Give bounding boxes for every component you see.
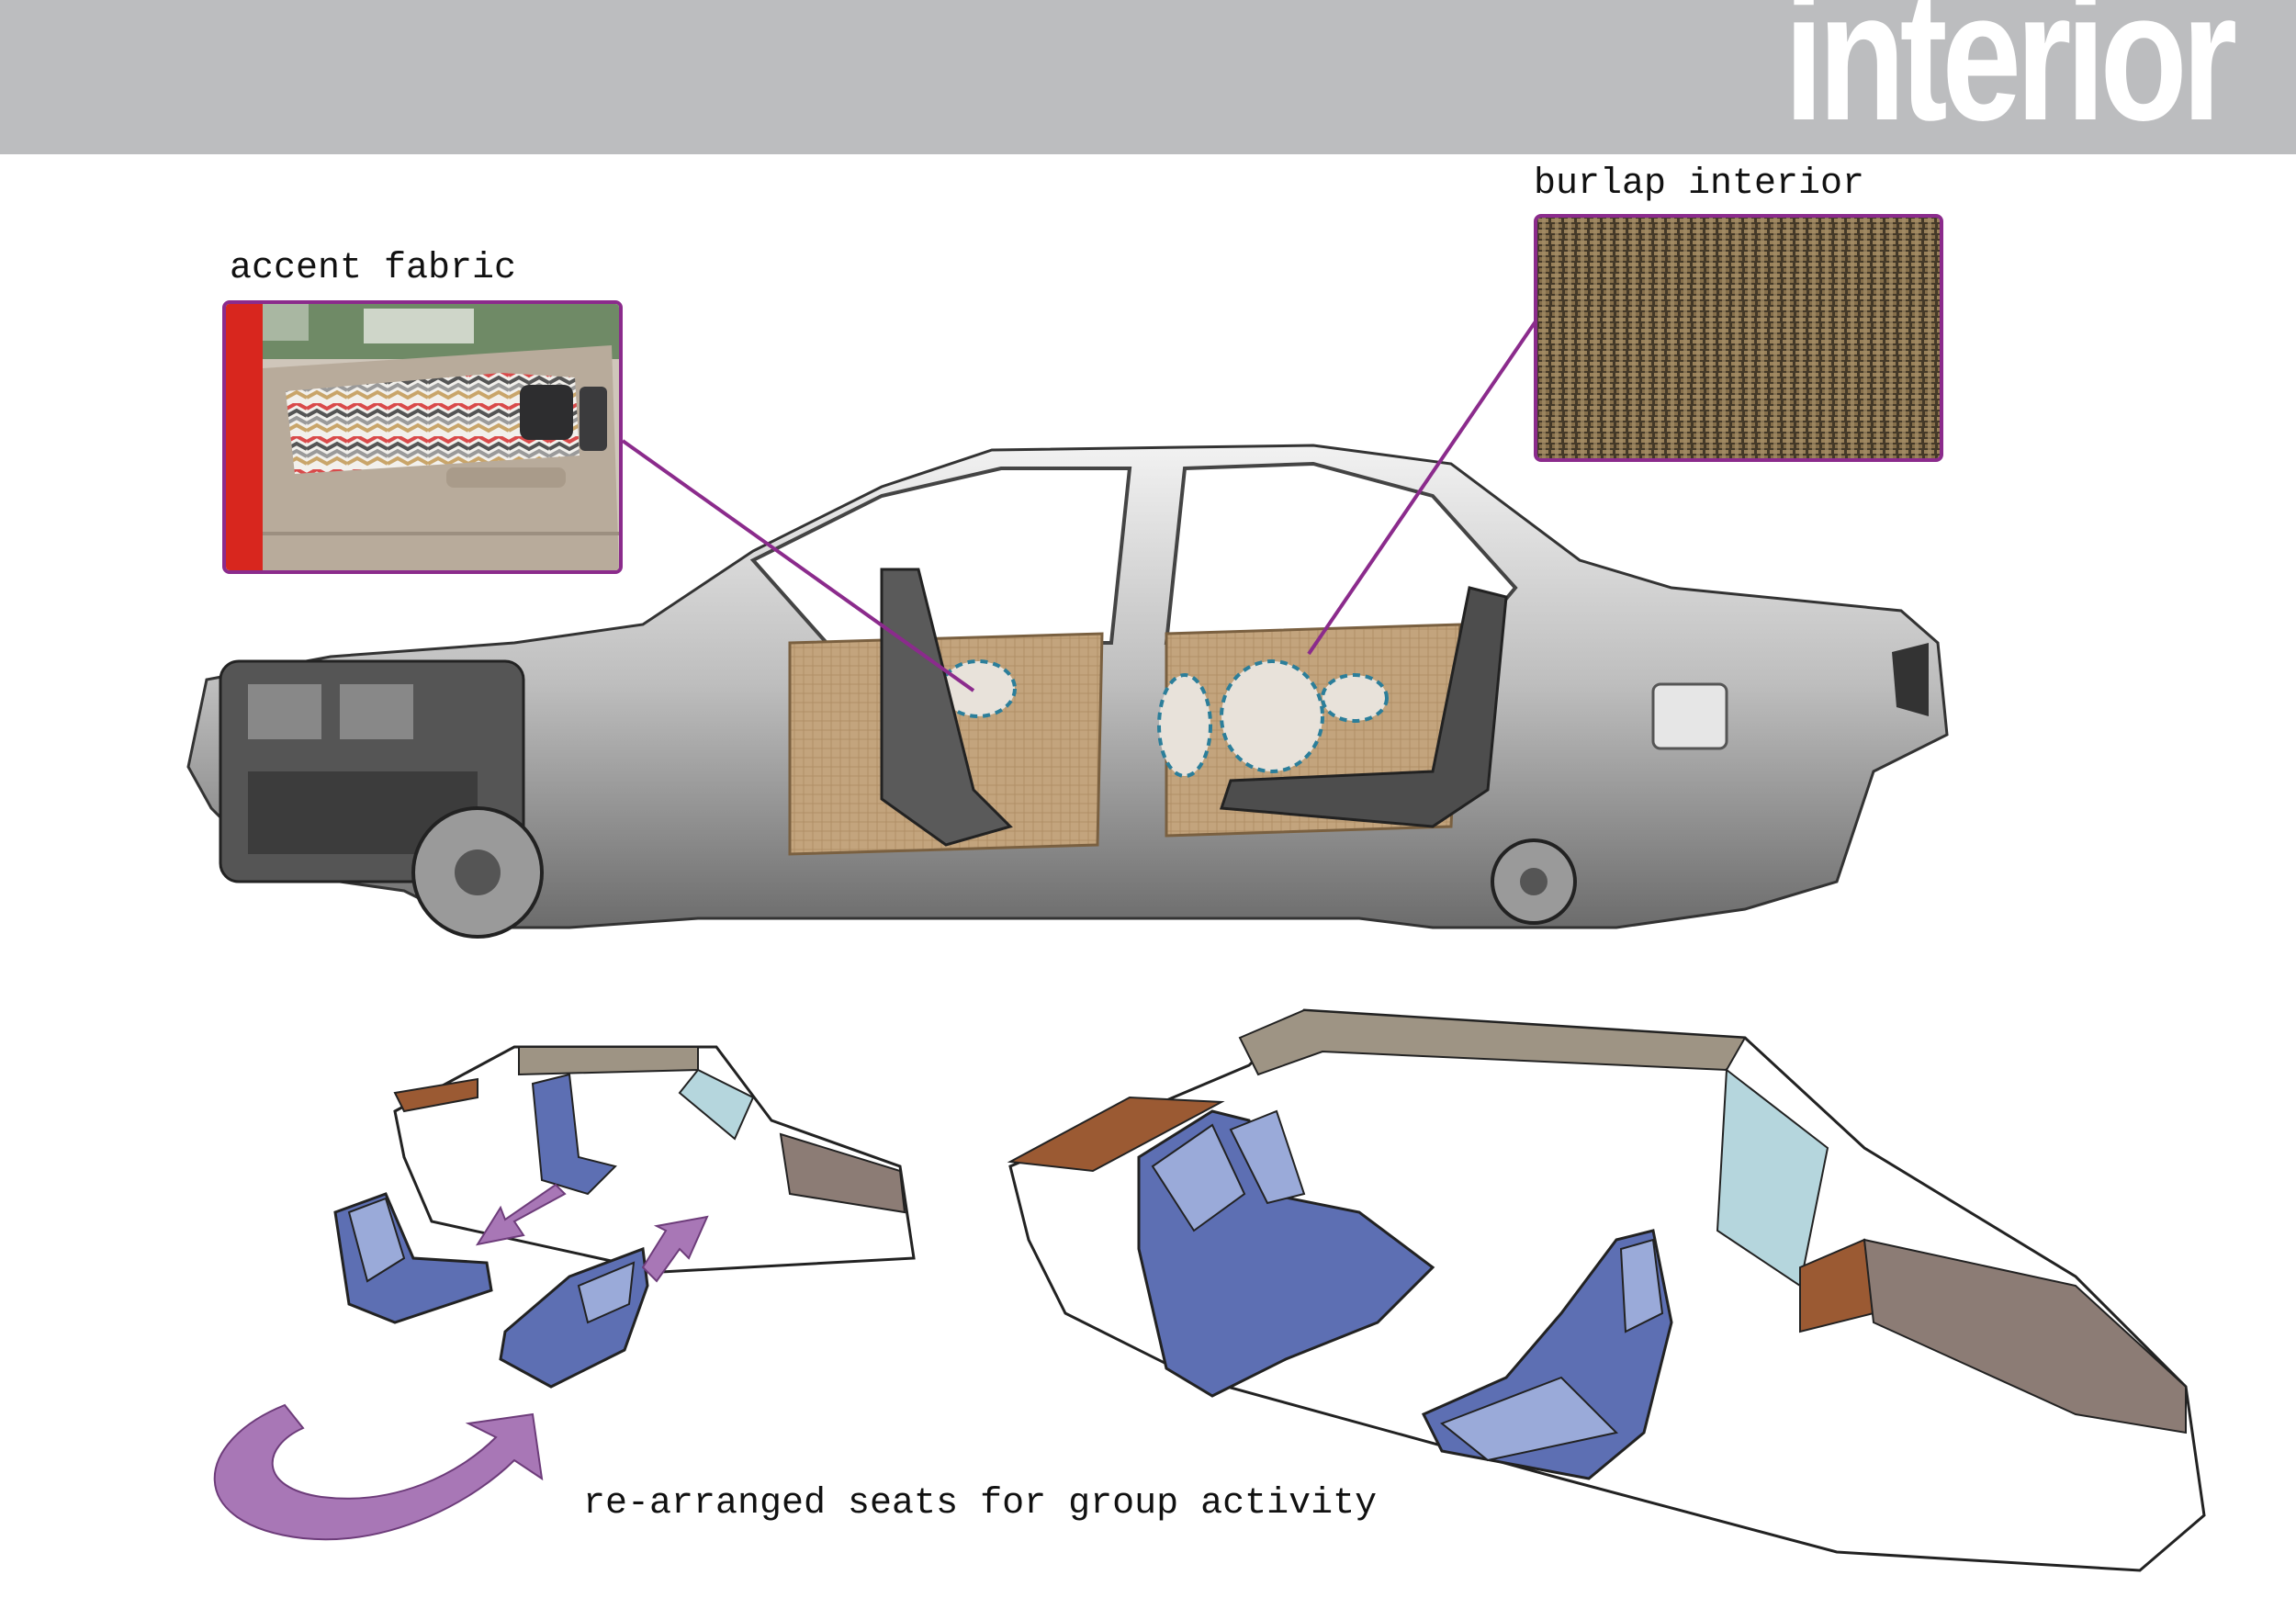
burlap-swatch bbox=[1534, 214, 1943, 462]
header-bar: interior bbox=[0, 0, 2296, 154]
seats-caption: re-arranged seats for group activity bbox=[583, 1483, 1378, 1524]
accent-fabric-swatch bbox=[222, 300, 623, 574]
accent-fabric-label: accent fabric bbox=[230, 248, 517, 289]
burlap-interior-label: burlap interior bbox=[1534, 163, 1865, 205]
page-title: interior bbox=[1784, 0, 2238, 159]
door-panel-photo bbox=[226, 304, 619, 570]
burlap-texture bbox=[1537, 218, 1940, 458]
